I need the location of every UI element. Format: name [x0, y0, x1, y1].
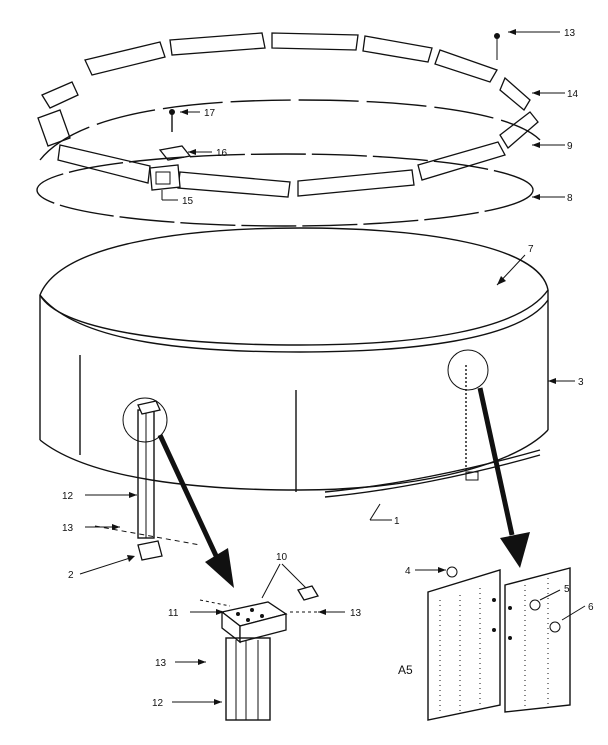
callout-leaders [79, 29, 586, 705]
label-13-cap: 13 [350, 608, 362, 619]
label-3: 3 [578, 377, 584, 388]
label-15: 15 [182, 196, 194, 207]
wall-seam-detail [427, 566, 571, 721]
detail-circle-right [447, 349, 489, 391]
detail-arrow-right [477, 387, 530, 568]
washer [529, 599, 541, 611]
label-12-upper: 12 [62, 491, 74, 502]
top-rail-ring [37, 32, 539, 198]
label-13-lower: 13 [155, 658, 167, 669]
label-5: 5 [564, 584, 570, 595]
label-10: 10 [276, 552, 288, 563]
upright-assembly [94, 400, 201, 561]
pool-wall [39, 290, 549, 498]
label-13-top: 13 [564, 28, 576, 39]
liner [39, 227, 549, 346]
label-8: 8 [567, 193, 573, 204]
label-4: 4 [405, 566, 411, 577]
detail-circle-left [122, 397, 168, 443]
label-17: 17 [204, 108, 216, 119]
label-6: 6 [588, 602, 594, 613]
bolt [446, 566, 458, 578]
label-16: 16 [216, 148, 228, 159]
cap-detail [199, 585, 319, 721]
label-13-left: 13 [62, 523, 74, 534]
detail-arrow-left [157, 433, 234, 588]
bottom-rail-ring [36, 153, 534, 227]
label-2: 2 [68, 570, 74, 581]
label-14: 14 [567, 89, 579, 100]
label-9: 9 [567, 141, 573, 152]
ledge-ring [39, 99, 541, 161]
label-7: 7 [528, 244, 534, 255]
nut [549, 621, 561, 633]
label-a5: A5 [398, 663, 413, 677]
label-11: 11 [168, 608, 179, 619]
label-1: 1 [394, 516, 400, 527]
label-12-lower: 12 [152, 698, 164, 709]
